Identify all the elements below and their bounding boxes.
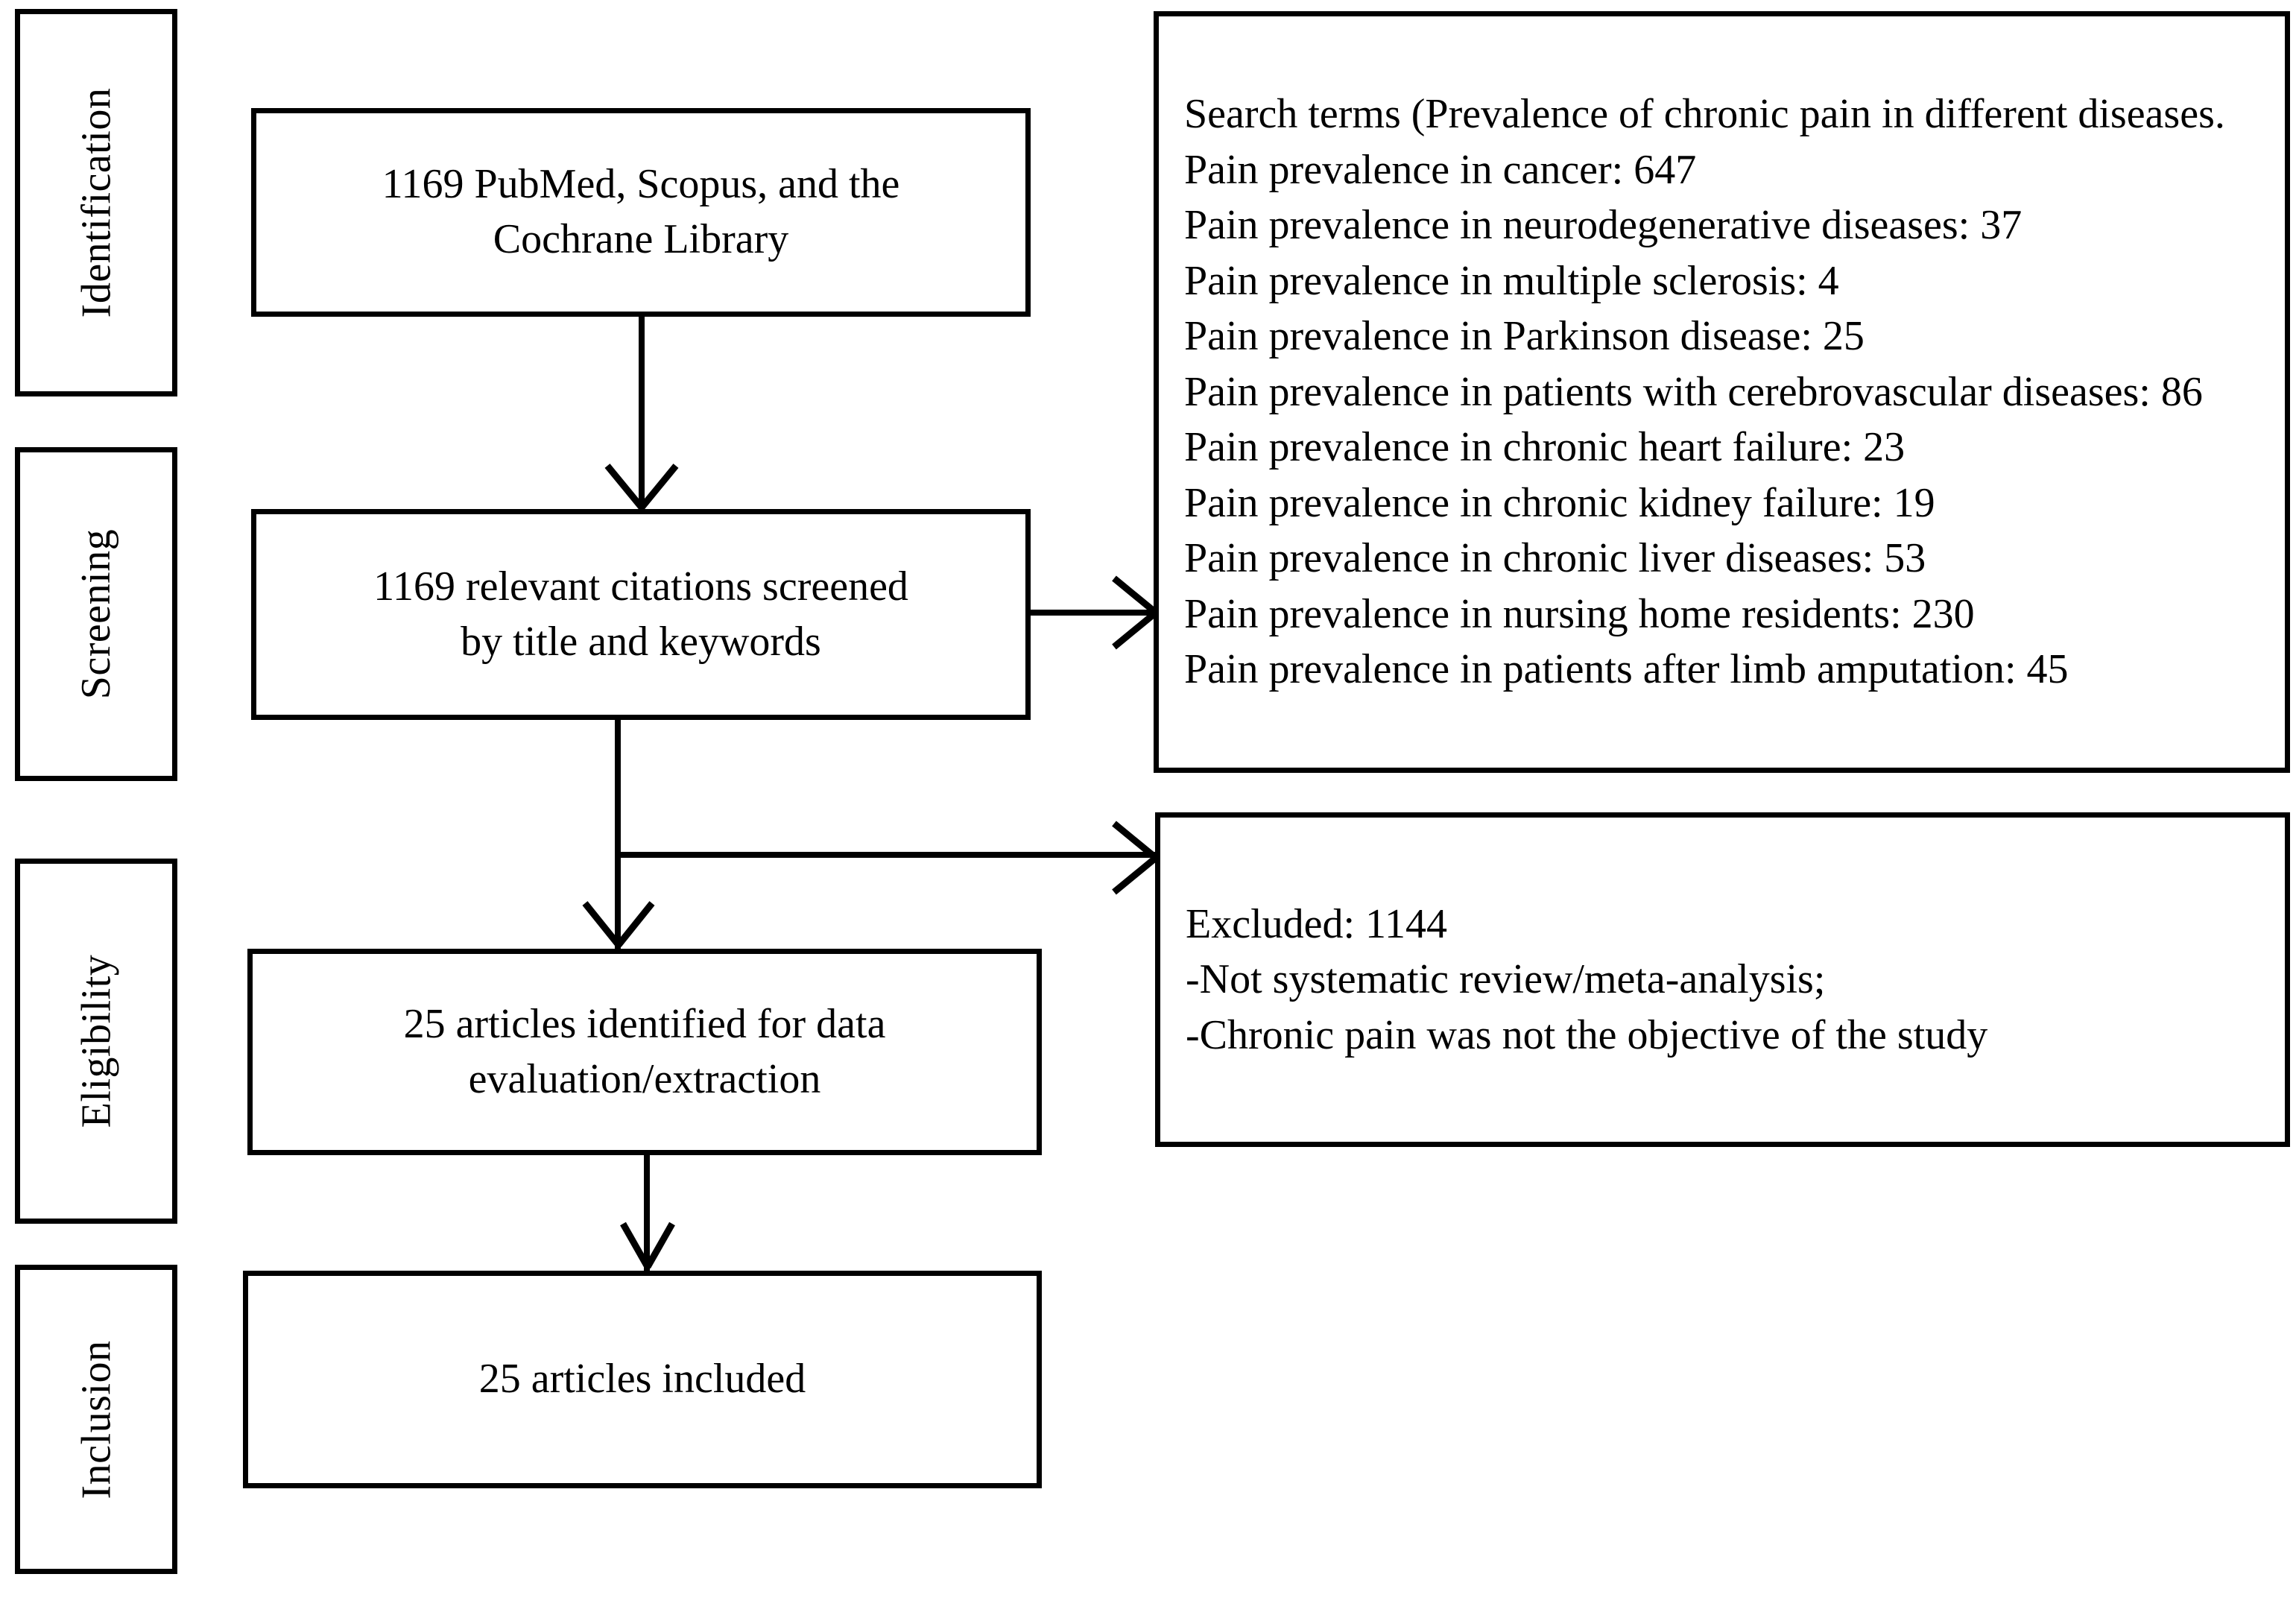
connector-screening-to-eligibility-shaft [615, 720, 621, 949]
connector-screening-to-search-terms-shaft [1031, 610, 1155, 616]
flow-box-articles-for-extraction-line1: 25 articles identified for data [403, 1000, 886, 1047]
stage-label-screening: Screening [73, 528, 120, 700]
search-terms-line-2: Pain prevalence in cancer: 647 [1184, 146, 1697, 193]
search-terms-line-6: Pain prevalence in patients with cerebro… [1184, 368, 2203, 415]
note-box-excluded: Excluded: 1144 -Not systematic review/me… [1155, 812, 2290, 1147]
stage-box-identification: Identification [15, 9, 177, 396]
search-terms-line-3: Pain prevalence in neurodegenerative dis… [1184, 202, 2023, 249]
flow-box-screened-citations-line2: by title and keywords [461, 618, 821, 665]
flow-box-identified-records-line1: 1169 PubMed, Scopus, and the [382, 161, 900, 208]
note-box-search-terms: Search terms (Prevalence of chronic pain… [1154, 11, 2290, 773]
stage-box-screening: Screening [15, 447, 177, 781]
note-box-excluded-text: Excluded: 1144 -Not systematic review/me… [1160, 897, 2285, 1063]
flow-box-identified-records: 1169 PubMed, Scopus, and the Cochrane Li… [251, 108, 1031, 317]
stage-label-identification: Identification [73, 87, 119, 318]
arrowhead-identification-to-screening [604, 464, 679, 510]
flow-box-articles-included-text: 25 articles included [449, 1352, 836, 1407]
search-terms-line-11: Pain prevalence in patients after limb a… [1184, 646, 2069, 693]
connector-eligibility-to-inclusion-shaft [644, 1155, 650, 1271]
connector-screening-to-excluded-shaft [615, 852, 1155, 858]
search-terms-line-7: Pain prevalence in chronic heart failure… [1184, 424, 1906, 471]
note-box-search-terms-text: Search terms (Prevalence of chronic pain… [1159, 86, 2285, 697]
search-terms-line-10: Pain prevalence in nursing home resident… [1184, 590, 1975, 637]
flow-box-identified-records-text: 1169 PubMed, Scopus, and the Cochrane Li… [352, 157, 930, 268]
search-terms-line-8: Pain prevalence in chronic kidney failur… [1184, 479, 1935, 526]
arrowhead-screening-to-search-terms [1112, 575, 1158, 650]
flow-box-articles-for-extraction: 25 articles identified for data evaluati… [247, 949, 1042, 1155]
flow-box-screened-citations-text: 1169 relevant citations screened by titl… [344, 560, 938, 670]
arrowhead-screening-to-excluded [1112, 821, 1158, 895]
arrowhead-eligibility-to-inclusion [620, 1221, 675, 1269]
stage-label-eligibility: Eligibility [73, 954, 119, 1128]
flow-box-articles-for-extraction-line2: evaluation/extraction [468, 1055, 821, 1102]
stage-label-inclusion: Inclusion [73, 1340, 120, 1499]
search-terms-line-9: Pain prevalence in chronic liver disease… [1184, 535, 1926, 582]
excluded-line-3: -Chronic pain was not the objective of t… [1186, 1011, 1988, 1058]
stage-box-inclusion: Inclusion [15, 1265, 177, 1574]
flow-box-screened-citations: 1169 relevant citations screened by titl… [251, 509, 1031, 720]
connector-identification-to-screening-shaft [639, 317, 645, 509]
excluded-line-1: Excluded: 1144 [1186, 900, 1447, 947]
flow-box-articles-included-line1: 25 articles included [478, 1356, 806, 1403]
search-terms-line-1: Search terms (Prevalence of chronic pain… [1184, 91, 2225, 138]
flow-box-articles-included: 25 articles included [243, 1271, 1042, 1488]
excluded-line-2: -Not systematic review/meta-analysis; [1186, 956, 1826, 1003]
search-terms-line-4: Pain prevalence in multiple sclerosis: 4 [1184, 257, 1839, 304]
flow-box-identified-records-line2: Cochrane Library [493, 216, 789, 262]
search-terms-line-5: Pain prevalence in Parkinson disease: 25 [1184, 313, 1865, 360]
flow-box-screened-citations-line1: 1169 relevant citations screened [373, 563, 908, 610]
flow-box-articles-for-extraction-text: 25 articles identified for data evaluati… [374, 997, 916, 1107]
arrowhead-screening-to-eligibility [582, 901, 655, 947]
stage-box-eligibility: Eligibility [15, 859, 177, 1224]
